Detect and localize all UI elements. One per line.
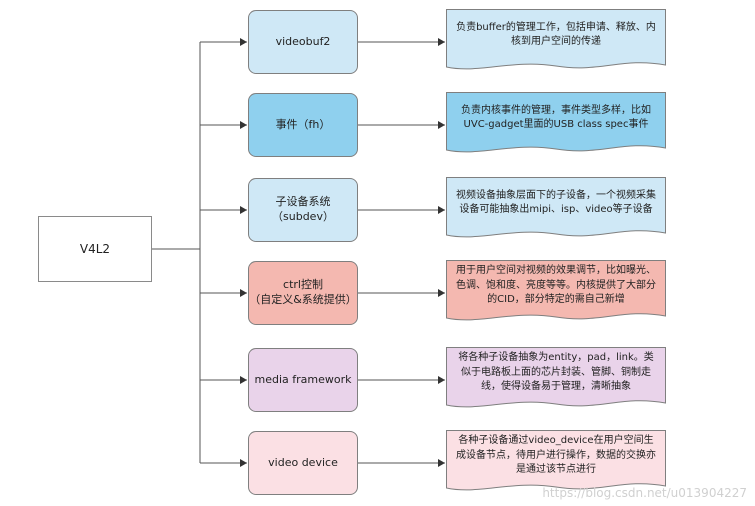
note-arrow-6 [438,459,445,467]
note-shape [446,9,666,70]
node-label: ctrl控制 （自定义&系统提供） [249,278,357,306]
note-text: 各种子设备通过video_device在用户空间生成设备节点，待用户进行操作，数… [456,435,656,476]
note-shape [446,347,666,408]
node-label: media framework [254,372,352,386]
branch-arrow-3 [240,206,247,214]
node-label: 子设备系统 （subdev） [272,195,334,223]
branch-arrow-2 [240,121,247,129]
note-3: 视频设备抽象层面下的子设备，一个视频采集设备可能抽象出mipi、isp、vide… [446,177,666,239]
note-arrow-5 [438,376,445,384]
branch-arrow-5 [240,376,247,384]
note-arrow-3 [438,206,445,214]
note-1: 负责buffer的管理工作，包括申请、释放、内核到用户空间的传递 [446,9,666,71]
node-3: 子设备系统 （subdev） [248,178,358,242]
node-1: videobuf2 [248,10,358,74]
note-arrow-4 [438,289,445,297]
note-arrow-2 [438,121,445,129]
note-text: 负责内核事件的管理，事件类型多样，比如UVC-gadget里面的USB clas… [461,104,651,131]
node-label: videobuf2 [275,34,331,48]
root-label: V4L2 [79,242,111,256]
note-shape [446,177,666,238]
branch-arrow-4 [240,289,247,297]
node-2: 事件（fh） [248,93,358,157]
node-6: video device [248,431,358,495]
note-arrow-1 [438,38,445,46]
note-5: 将各种子设备抽象为entity，pad，link。类似于电路板上面的芯片封装、管… [446,347,666,409]
note-2: 负责内核事件的管理，事件类型多样，比如UVC-gadget里面的USB clas… [446,92,666,154]
v4l2-root-node: V4L2 [38,216,152,282]
note-6: 各种子设备通过video_device在用户空间生成设备节点，待用户进行操作，数… [446,430,666,492]
node-4: ctrl控制 （自定义&系统提供） [248,261,358,325]
node-label: video device [268,455,338,469]
note-text: 视频设备抽象层面下的子设备，一个视频采集设备可能抽象出mipi、isp、vide… [456,189,656,216]
note-shape [446,430,666,491]
node-5: media framework [248,348,358,412]
note-text: 将各种子设备抽象为entity，pad，link。类似于电路板上面的芯片封装、管… [458,352,654,393]
node-label: 事件（fh） [275,117,331,131]
note-shape [446,260,666,321]
branch-arrow-1 [240,38,247,46]
note-4: 用于用户空间对视频的效果调节，比如曝光、色调、饱和度、亮度等等。内核提供了大部分… [446,260,666,322]
watermark: https://blog.csdn.net/u013904227 [542,486,747,500]
note-text: 负责buffer的管理工作，包括申请、释放、内核到用户空间的传递 [456,21,656,48]
note-text: 用于用户空间对视频的效果调节，比如曝光、色调、饱和度、亮度等等。内核提供了大部分… [456,265,656,306]
branch-arrow-6 [240,459,247,467]
note-shape [446,92,666,153]
